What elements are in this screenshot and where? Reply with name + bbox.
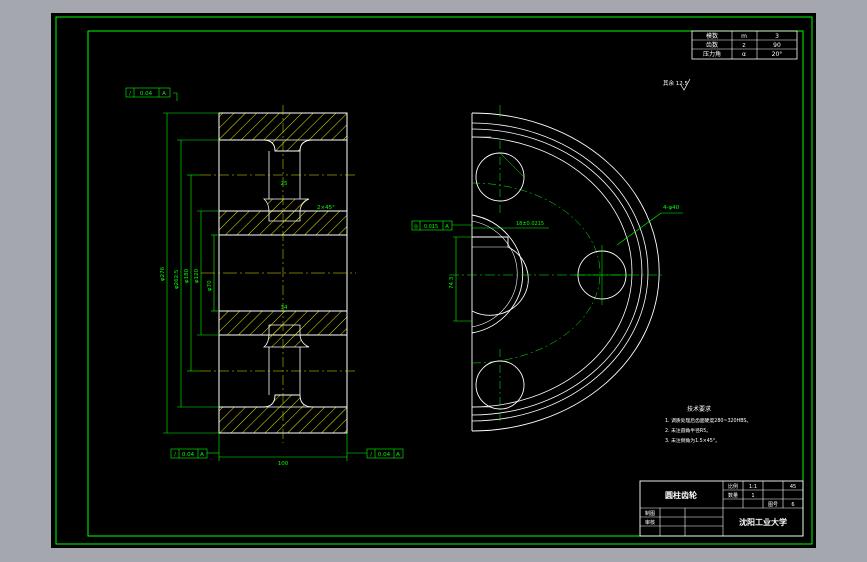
section-view (201, 105, 356, 443)
tol-frame-bottom-right: / 0.04 A (347, 448, 404, 459)
sheet-label: 图号 (768, 502, 778, 508)
tech-req-item-1: 1. 调质处理后齿面硬度280~320HBS。 (665, 417, 751, 424)
dim-hub-len: 34 (281, 305, 288, 311)
tol-frame-top-left: / 0.04 A (125, 87, 171, 98)
tech-req-item-2: 2. 未注圆角半径R5。 (665, 427, 711, 434)
sheet-value: 6 (791, 502, 794, 508)
table-r1-c1: z (742, 42, 745, 49)
svg-text:◎: ◎ (414, 224, 419, 230)
dim-outer-dia: φ276 (160, 266, 166, 281)
table-r0-c0: 模数 (706, 32, 718, 40)
svg-text:0.04: 0.04 (182, 452, 195, 458)
technical-requirements: 技术要求 1. 调质处理后齿面硬度280~320HBS。 2. 未注圆角半径R5… (665, 405, 751, 444)
hole-circle-centerline (471, 182, 601, 364)
table-r0-c1: m (741, 33, 747, 40)
section-dim-text: φ276 φ262.5 φ180 φ120 φ70 100 25 34 2×45… (160, 181, 335, 467)
dim-bore-dia: φ70 (207, 280, 213, 291)
dim-root-dia: φ262.5 (174, 269, 180, 289)
table-r1-c2: 90 (773, 42, 781, 49)
svg-text:A: A (396, 452, 400, 458)
svg-text:A: A (162, 91, 166, 97)
scale-label: 比例 (728, 483, 738, 490)
dim-face-width: 100 (278, 461, 289, 467)
table-r2-c2: 20° (772, 51, 783, 58)
svg-text:0.015: 0.015 (424, 224, 438, 230)
dim-web-thick: 25 (281, 181, 288, 187)
table-r0-c2: 3 (775, 33, 779, 40)
svg-text:0.04: 0.04 (378, 452, 391, 458)
dim-hub-dia: φ120 (194, 268, 200, 283)
side-view (449, 105, 663, 432)
tol-frame-bottom-left: / 0.04 A (170, 448, 219, 459)
inner-frame (87, 30, 804, 537)
tol-frame-side-view: ◎ 0.015 A (411, 220, 472, 231)
svg-text:/: / (370, 452, 372, 458)
gear-drawing: 模数 m 3 齿数 z 90 压力角 α 20° 其余 12.5 (55, 16, 813, 545)
tech-req-item-3: 3. 未注倒角为1.5×45°。 (665, 437, 720, 444)
dim-keyway: 18±0.0215 (516, 221, 544, 227)
outer-frame (55, 16, 813, 545)
svg-text:/: / (174, 452, 176, 458)
svg-text:A: A (445, 224, 449, 230)
title-block: 圆柱齿轮 比例 1:1 45 数量 1 图号 6 制图 审核 沈阳工业大学 (639, 480, 804, 537)
part-name: 圆柱齿轮 (665, 490, 697, 500)
scale-value: 1:1 (749, 484, 757, 490)
table-r1-c0: 齿数 (706, 41, 718, 49)
qty-value: 1 (751, 493, 754, 499)
tech-req-title: 技术要求 (687, 405, 711, 413)
svg-text:0.04: 0.04 (140, 91, 153, 97)
cad-viewport[interactable]: 模数 m 3 齿数 z 90 压力角 α 20° 其余 12.5 (51, 13, 816, 548)
table-r2-c1: α (742, 51, 746, 58)
general-roughness: 其余 12.5 (663, 78, 691, 91)
section-dimensions (163, 92, 348, 461)
material: 45 (790, 484, 796, 490)
lower-web-hatch (262, 324, 310, 348)
bore-with-keyway (471, 236, 529, 316)
side-view-dims: 74.3 18±0.0215 4-φ40 (449, 205, 683, 322)
school-name: 沈阳工业大学 (739, 517, 787, 527)
dim-chamfer: 2×45° (317, 205, 335, 211)
gear-parameter-table: 模数 m 3 齿数 z 90 压力角 α 20° (691, 30, 798, 60)
check-label: 审核 (645, 519, 655, 526)
dim-key-depth: 74.3 (449, 276, 455, 289)
svg-text:其余 12.5: 其余 12.5 (663, 79, 688, 87)
table-r2-c0: 压力角 (703, 50, 721, 58)
dim-hole-circle: φ180 (184, 268, 190, 283)
dim-hole-note: 4-φ40 (663, 205, 680, 211)
svg-text:/: / (129, 91, 131, 97)
qty-label: 数量 (728, 492, 738, 499)
svg-text:A: A (200, 452, 204, 458)
drawn-label: 制图 (645, 510, 655, 517)
